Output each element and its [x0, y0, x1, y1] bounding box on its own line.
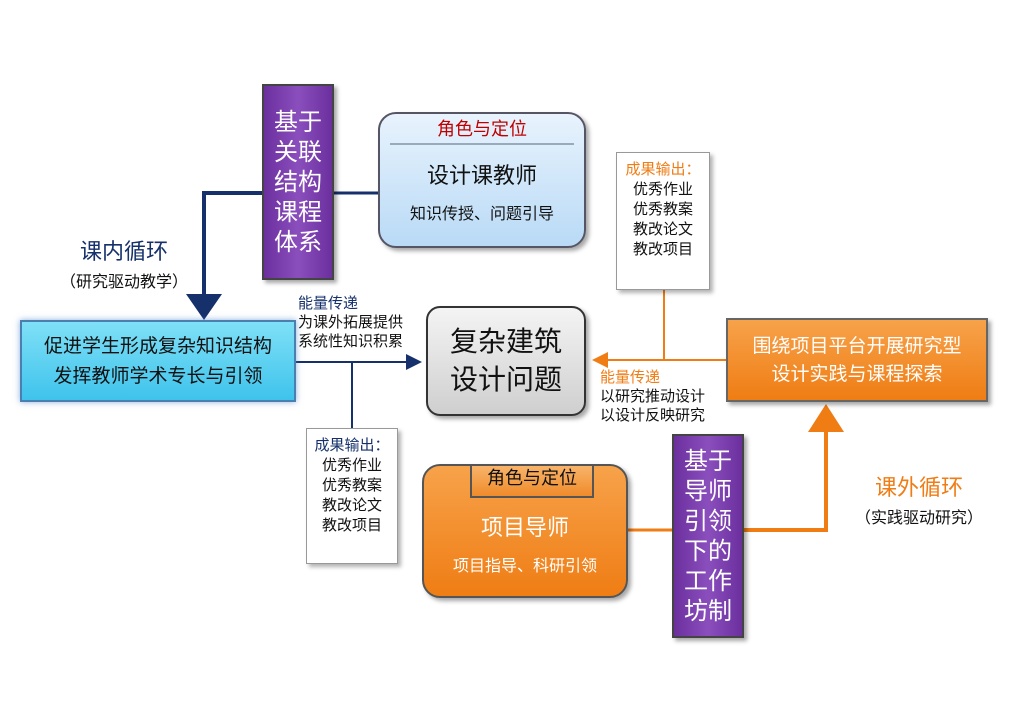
output-bottom-item: 优秀教案	[321, 476, 382, 494]
output-top-item: 优秀教案	[632, 200, 693, 218]
design-teacher-box: 角色与定位 设计课教师 知识传授、问题引导	[378, 112, 586, 248]
output-bottom-title: 成果输出：	[314, 436, 390, 454]
energy-right-title: 能量传递	[600, 368, 661, 386]
output-box-top: 成果输出： 优秀作业 优秀教案 教改论文 教改项目	[616, 152, 710, 290]
outer-loop-line	[744, 428, 828, 532]
inner-loop-line	[202, 191, 262, 298]
project-mentor-subtitle: 项目指导、科研引领	[452, 556, 597, 575]
research-practice-text: 围绕项目平台开展研究型 设计实践与课程探索	[752, 335, 962, 385]
workshop-system-box: 基于 导师 引领 下的 工作 坊制	[672, 434, 744, 638]
project-mentor-caption: 角色与定位	[470, 464, 594, 498]
course-system-text: 基于 关联 结构 课程 体系	[274, 108, 322, 256]
student-knowledge-box: 促进学生形成复杂知识结构 发挥教师学术专长与引领	[20, 320, 296, 402]
inner-loop-arrowhead	[186, 294, 222, 320]
design-teacher-subtitle: 知识传授、问题引导	[409, 204, 554, 223]
complex-design-problem-text: 复杂建筑 设计问题	[449, 325, 562, 396]
inner-loop-label: 课内循环 （研究驱动教学）	[44, 234, 204, 292]
energy-right-body: 以研究推动设计 以设计反映研究	[600, 387, 706, 424]
design-teacher-caption: 角色与定位	[390, 117, 574, 145]
energy-transfer-left: 能量传递 为课外拓展提供 系统性知识积累	[298, 294, 428, 351]
inner-loop-subtitle: （研究驱动教学）	[59, 272, 188, 291]
inner-loop-title: 课内循环	[79, 240, 168, 265]
output-top-item: 教改项目	[632, 240, 693, 258]
student-knowledge-text: 促进学生形成复杂知识结构 发挥教师学术专长与引领	[43, 335, 272, 387]
energy-left-title: 能量传递	[298, 294, 359, 312]
output-bottom-item: 教改论文	[321, 496, 382, 514]
workshop-system-text: 基于 导师 引领 下的 工作 坊制	[684, 447, 732, 625]
project-mentor-title: 项目导师	[480, 516, 569, 541]
output-bottom-item: 优秀作业	[321, 456, 382, 474]
output-top-item: 教改论文	[632, 220, 693, 238]
complex-design-problem-box: 复杂建筑 设计问题	[426, 306, 586, 416]
output-box-bottom: 成果输出： 优秀作业 优秀教案 教改论文 教改项目	[306, 428, 398, 564]
course-system-box: 基于 关联 结构 课程 体系	[262, 84, 334, 280]
outer-loop-arrowhead	[808, 404, 844, 432]
output-top-title: 成果输出：	[625, 160, 701, 178]
research-practice-box: 围绕项目平台开展研究型 设计实践与课程探索	[726, 318, 988, 402]
outer-loop-title: 课外循环	[874, 476, 963, 501]
energy-transfer-right: 能量传递 以研究推动设计 以设计反映研究	[600, 368, 730, 425]
outer-loop-label: 课外循环 （实践驱动研究）	[834, 470, 1004, 528]
design-teacher-title: 设计课教师	[426, 164, 537, 189]
project-mentor-box: 角色与定位 项目导师 项目指导、科研引领	[422, 464, 628, 598]
output-top-item: 优秀作业	[632, 180, 693, 198]
output-bottom-item: 教改项目	[321, 516, 382, 534]
outer-loop-subtitle: （实践驱动研究）	[854, 508, 983, 527]
energy-left-body: 为课外拓展提供 系统性知识积累	[298, 313, 404, 350]
